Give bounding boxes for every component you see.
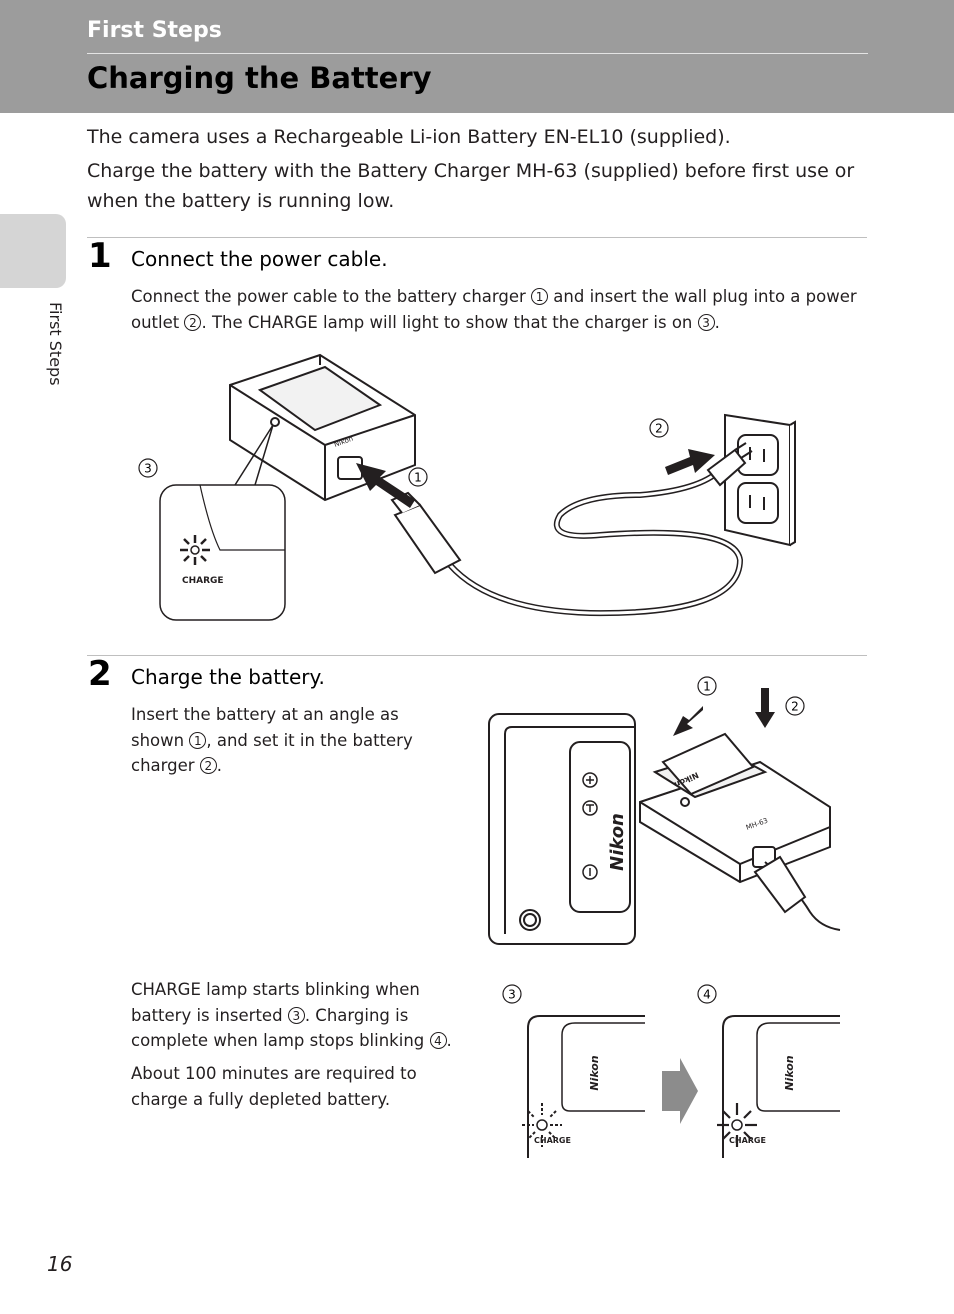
insert-arrow-icon: [356, 463, 415, 508]
marker-2: 2: [184, 313, 202, 331]
marker-1: 1: [531, 288, 549, 305]
wall-plug-image: [706, 442, 753, 487]
marker-1-callout: 1: [703, 680, 711, 694]
header-divider: [87, 53, 868, 54]
section-label: First Steps: [87, 18, 222, 43]
step-2-text: Insert the battery at an angle as shown …: [131, 705, 413, 775]
marker-4-callout: 4: [703, 988, 711, 1002]
progress-arrow-icon: [662, 1058, 698, 1124]
step-1-text: Connect the power cable to the battery c…: [131, 287, 857, 332]
power-cable-connector: [390, 491, 462, 575]
marker-3-callout: 3: [144, 462, 152, 476]
marker-4: 4: [429, 1032, 447, 1049]
step-2-number: 2: [88, 654, 112, 694]
charge-time-text: About 100 minutes are required to charge…: [131, 1064, 417, 1109]
battery-insert-illustration: Nikon MH-63 Nikon 1 2: [488, 676, 841, 945]
marker-2: 2: [199, 757, 217, 774]
illustration-1-markers: 3 1 2: [138, 418, 669, 487]
page-header: First Steps Charging the Battery: [0, 0, 954, 113]
marker-1: 1: [189, 731, 207, 749]
side-tab-label: First Steps: [46, 302, 65, 386]
plug-arrow-icon: [665, 449, 715, 475]
side-tab: [0, 214, 66, 288]
marker-2-callout: 2: [791, 700, 799, 714]
wall-outlet-image: [724, 413, 796, 547]
step-1-number: 1: [88, 236, 112, 276]
page-title: Charging the Battery: [87, 61, 432, 95]
charge-lamp-label: CHARGE: [534, 1136, 571, 1145]
section-divider: [87, 237, 867, 238]
battery-charger-image: [229, 353, 416, 502]
charge-lamp-label: CHARGE: [182, 576, 224, 586]
camera-battery-compartment: [488, 713, 636, 945]
intro-paragraph-2: Charge the battery with the Battery Char…: [87, 160, 855, 212]
charge-lamp-zoom: [159, 484, 286, 621]
charger-connection-illustration: Nikon CHARGE 3 1 2: [138, 353, 796, 621]
marker-3: 3: [697, 313, 715, 331]
step-2-title: Charge the battery.: [131, 665, 325, 689]
charge-lamp-text: CHARGE lamp starts blinking when battery…: [131, 980, 452, 1050]
marker-2-callout: 2: [655, 422, 663, 436]
angle-arrow-icon: [673, 706, 703, 736]
battery-brand-text: Nikon: [588, 1055, 601, 1090]
lamp-steady-panel: 4 Nikon CHARGE: [697, 984, 840, 1158]
step-1-title: Connect the power cable.: [131, 247, 388, 271]
down-arrow-icon: [755, 688, 775, 728]
marker-1-callout: 1: [414, 471, 422, 485]
lamp-blinking-panel: 3 Nikon CHARGE: [502, 984, 645, 1158]
charge-lamp-icon: [180, 535, 210, 565]
intro-paragraph-1: The camera uses a Rechargeable Li-ion Ba…: [87, 126, 731, 148]
charge-lamp-label: CHARGE: [729, 1136, 766, 1145]
marker-3: 3: [287, 1006, 305, 1024]
battery-brand-text: Nikon: [783, 1055, 796, 1090]
battery-image: [661, 732, 755, 796]
page-number: 16: [47, 1252, 73, 1276]
marker-3-callout: 3: [508, 988, 516, 1002]
camera-brand-text: Nikon: [607, 813, 628, 871]
section-divider: [87, 655, 867, 656]
charge-lamp-states-illustration: 3 Nikon CHARGE 4 Nikon CHARGE: [502, 984, 840, 1158]
